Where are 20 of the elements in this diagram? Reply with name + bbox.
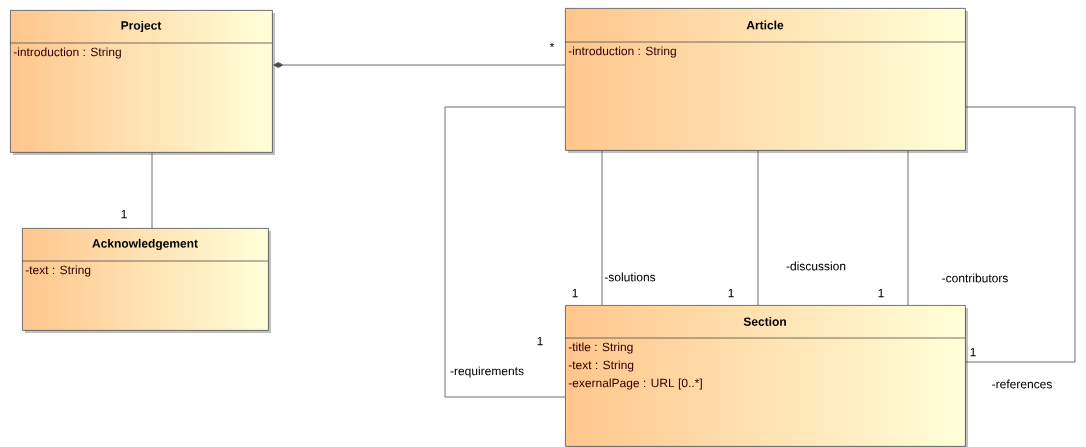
class-box: Project -introduction : String (9, 10, 275, 155)
role-label: -discussion (785, 260, 848, 272)
class-box: Article -introduction : String (564, 8, 968, 153)
association-line (151, 152, 153, 229)
composition-line (273, 62, 566, 68)
role-label: -references (990, 378, 1054, 390)
multiplicity-label: * (549, 42, 555, 48)
association-line (907, 150, 909, 306)
multiplicity-label: 1 (537, 336, 543, 346)
multiplicity-label: 1 (970, 347, 976, 357)
class-box: Section -title : String -text : String -exernalPage : URL [0..*] (564, 305, 968, 447)
role-label: -contributors (940, 272, 1010, 284)
role-label: -solutions (603, 271, 657, 283)
class-box: Acknowledgement -text : String (21, 228, 271, 333)
association-line (601, 150, 603, 306)
association-line (444, 106, 566, 398)
association-line (965, 106, 1076, 363)
multiplicity-label: 1 (121, 209, 127, 219)
association-line (757, 150, 759, 306)
role-label: -requirements (449, 365, 525, 379)
